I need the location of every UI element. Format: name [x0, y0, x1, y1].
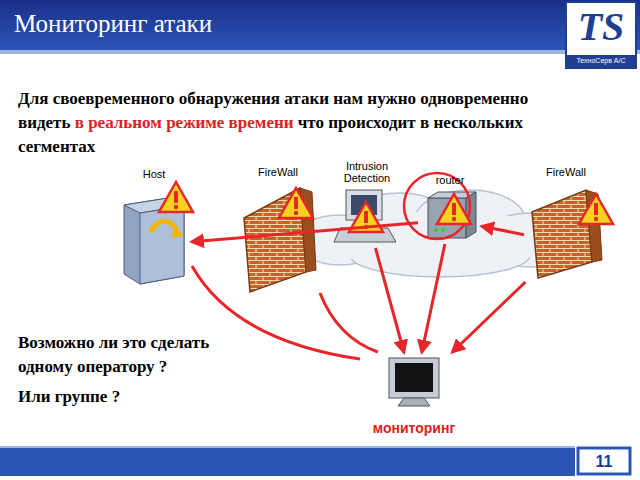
- attack-flow-arrow: [192, 266, 360, 359]
- logo-mark: TS: [572, 4, 630, 50]
- header-bar: [0, 0, 640, 50]
- header-rule: [0, 50, 640, 54]
- attack-flow-arrow: [320, 293, 378, 352]
- intro-paragraph: Для своевременного обнаружения атаки нам…: [18, 87, 558, 159]
- page-number-box: [578, 448, 630, 474]
- network-node: FireWall: [526, 166, 606, 280]
- page-number: 11: [580, 451, 628, 473]
- attack-flow-arrow: [482, 226, 524, 234]
- network-node: Host: [118, 168, 190, 286]
- node-label: router: [420, 174, 480, 186]
- logo-band: [567, 55, 635, 67]
- intrusion-detection-icon: [334, 190, 396, 242]
- node-label: Intrusion Detection: [334, 160, 400, 184]
- network-node: Intrusion Detection: [334, 160, 400, 246]
- firewall-wall-icon: [244, 188, 316, 292]
- attack-flow-arrow: [192, 223, 418, 242]
- attack-flow-arrow: [375, 248, 403, 352]
- monitor-icon: [389, 358, 439, 406]
- intro-text: в реальном режиме времени: [75, 113, 294, 132]
- network-node: мониторинг: [362, 354, 466, 436]
- node-label: мониторинг: [362, 421, 466, 436]
- question-text: Или группе ?: [18, 385, 120, 409]
- node-label: FireWall: [526, 166, 606, 178]
- attack-flow-arrow: [422, 244, 445, 352]
- logo-caption: ТехноСерв А/С: [568, 56, 634, 66]
- node-label: FireWall: [238, 166, 318, 178]
- attack-flow-arrow: [453, 282, 526, 352]
- footer-rule: [0, 446, 575, 448]
- footer-bar: [0, 448, 575, 476]
- network-node: FireWall: [238, 166, 318, 294]
- node-label: Host: [118, 168, 190, 180]
- question-text: Возможно ли это сделать одному оператору…: [18, 331, 268, 379]
- logo-box: [566, 2, 636, 68]
- slide-title: Мониторинг атаки: [14, 10, 212, 38]
- network-node: router: [420, 174, 480, 242]
